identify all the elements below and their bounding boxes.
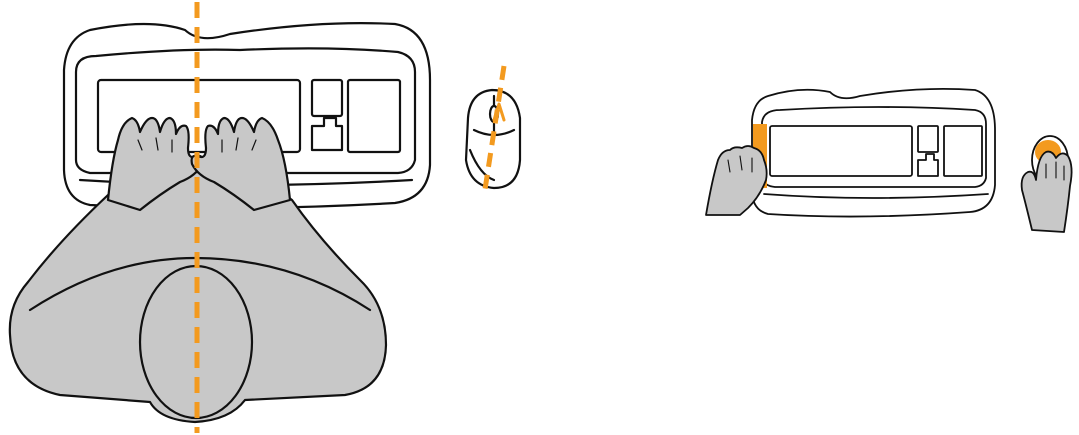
right-hand-on-mouse — [1022, 152, 1072, 232]
top-view-posture-figure — [10, 2, 520, 433]
keyboard-right — [752, 89, 995, 217]
mouse-in-hand — [1022, 136, 1072, 232]
wrist-rest-figure — [706, 89, 1072, 232]
